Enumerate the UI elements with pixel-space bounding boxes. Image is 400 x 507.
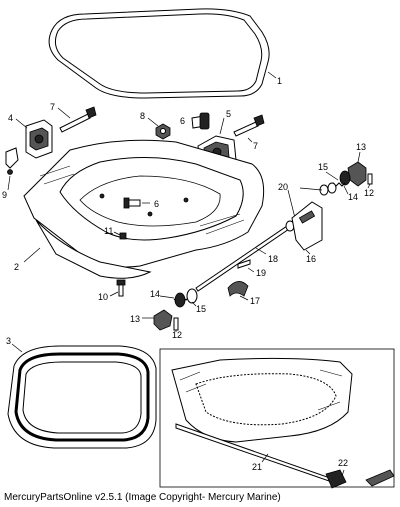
callout-8: 8 — [140, 111, 145, 121]
callout-11: 11 — [104, 226, 113, 236]
callout-9: 9 — [2, 190, 7, 200]
callout-15a: 15 — [318, 162, 328, 172]
callout-21: 21 — [252, 462, 262, 472]
callout-16: 16 — [306, 254, 316, 264]
upper-bolt — [191, 112, 210, 130]
callout-19: 19 — [256, 268, 266, 278]
callout-6b: 6 — [154, 199, 159, 209]
callout-10: 10 — [98, 292, 108, 302]
callout-18: 18 — [268, 254, 278, 264]
screw — [116, 279, 126, 297]
pin — [237, 259, 251, 269]
callout-22: 22 — [338, 458, 348, 468]
left-mount — [25, 119, 53, 159]
copyright-footer: MercuryPartsOnline v2.5.1 (Image Copyrig… — [4, 492, 281, 503]
callout-20: 20 — [278, 182, 288, 192]
callout-14a: 14 — [348, 192, 358, 202]
mount-bolt-right — [233, 114, 265, 137]
callout-17: 17 — [250, 296, 260, 306]
callout-4: 4 — [8, 113, 13, 123]
callout-5: 5 — [226, 109, 231, 119]
small-bracket — [5, 147, 19, 175]
latch-assembly-left — [153, 288, 198, 331]
callout-6a: 6 — [180, 116, 185, 126]
callout-7a: 7 — [50, 102, 55, 112]
callout-3: 3 — [6, 336, 11, 346]
lower-seal-gasket — [7, 345, 157, 449]
callout-7b: 7 — [253, 141, 258, 151]
inset-detail — [159, 348, 395, 489]
mount-bolt-left — [59, 106, 97, 133]
latch-handle — [291, 201, 323, 251]
callout-14b: 14 — [150, 289, 160, 299]
lower-bolt — [123, 197, 141, 209]
callout-15b: 15 — [196, 304, 206, 314]
nut — [155, 123, 171, 140]
callout-2: 2 — [14, 262, 19, 272]
callout-12b: 12 — [172, 330, 182, 340]
callout-13b: 13 — [130, 314, 140, 324]
callout-1: 1 — [277, 76, 282, 86]
latch-assembly-right — [327, 161, 373, 194]
top-seal-gasket — [48, 8, 270, 99]
callout-13a: 13 — [356, 142, 366, 152]
callout-12a: 12 — [364, 188, 374, 198]
cam — [227, 281, 249, 297]
lower-cowl-chassis — [23, 139, 265, 279]
